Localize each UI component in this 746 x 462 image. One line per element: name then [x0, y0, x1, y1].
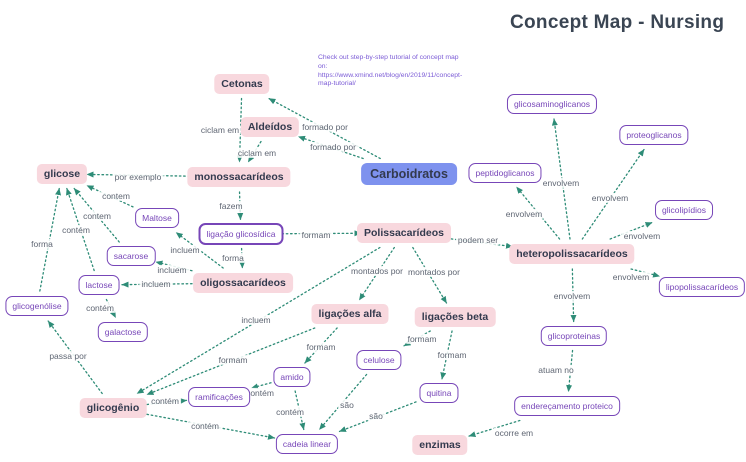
edge-label-cetonas-monossacarideos[interactable]: ciclam em	[198, 124, 242, 136]
node-maltose[interactable]: Maltose	[135, 208, 179, 228]
edge-label-oligossacarideos-sacarose[interactable]: incluem	[155, 264, 189, 276]
edge-label-glicogenio-glicogenolise[interactable]: passa por	[47, 350, 89, 362]
node-quitina[interactable]: quitina	[419, 383, 459, 403]
edge-glicoproteinas-to-enderecamento-proteico	[566, 349, 574, 393]
edge-oligossacarideos-to-maltose	[175, 231, 224, 269]
edge-label-glicogenio-cadeia-linear[interactable]: contém	[189, 420, 221, 432]
edge-carboidratos-to-cetonas	[268, 97, 381, 160]
node-peptidoglicanos[interactable]: peptidoglicanos	[468, 163, 542, 183]
edge-label-heteropolissacarideos-glicoproteinas[interactable]: envolvem	[551, 290, 593, 302]
node-ligacoes-beta[interactable]: ligações beta	[414, 307, 496, 327]
edge-label-heteropolissacarideos-peptidoglicanos[interactable]: envolvem	[503, 208, 545, 220]
edge-label-ligacao-glicosidica-oligossacarideos[interactable]: forma	[220, 252, 246, 264]
node-glicose[interactable]: glicose	[36, 164, 88, 184]
edge-heteropolissacarideos-to-glicolipidios	[609, 221, 653, 240]
edge-label-polissacarideos-ligacoes-alfa[interactable]: montados por	[349, 265, 405, 277]
node-enzimas[interactable]: enzimas	[412, 435, 468, 455]
edge-label-glicogenolise-glicose[interactable]: forma	[29, 238, 55, 250]
edge-label-enderecamento-proteico-enzimas[interactable]: ocorre em	[492, 427, 536, 439]
node-ramificacoes[interactable]: ramificações	[188, 387, 250, 407]
edge-label-polissacarideos-ligacoes-beta[interactable]: montados por	[406, 266, 462, 278]
node-monossacarideos[interactable]: monossacarídeos	[187, 167, 291, 187]
node-proteoglicanos[interactable]: proteoglicanos	[619, 125, 689, 145]
edge-label-polissacarideos-glicogenio[interactable]: incluem	[239, 314, 273, 326]
edge-label-ligacoes-beta-quitina[interactable]: formam	[435, 349, 469, 361]
edge-label-amido-cadeia-linear[interactable]: contém	[274, 406, 306, 418]
map-title: Concept Map - Nursing	[510, 12, 725, 33]
edge-label-oligossacarideos-maltose[interactable]: incluem	[168, 244, 202, 256]
edge-aldeidos-to-monossacarideos	[247, 140, 262, 163]
node-cadeia-linear[interactable]: cadeia linear	[275, 434, 339, 454]
node-carboidratos[interactable]: Carboidratos	[361, 163, 457, 185]
edge-ligacoes-alfa-to-amido	[304, 327, 338, 364]
edge-label-heteropolissacarideos-glicolipidios[interactable]: envolvem	[621, 230, 663, 242]
node-ligacao-glicosidica[interactable]: ligação glicosídica	[198, 223, 284, 245]
edge-label-oligossacarideos-lactose[interactable]: incluem	[139, 278, 173, 290]
node-aldeidos[interactable]: Aldeídos	[240, 117, 300, 137]
edge-label-maltose-glicose[interactable]: contem	[100, 190, 132, 202]
edge-label-lactose-galactose[interactable]: contém	[84, 302, 116, 314]
tutorial-note-link[interactable]: Check out step-by-step tutorial of conce…	[318, 54, 463, 88]
node-glicoproteinas[interactable]: glicoproteinas	[540, 326, 608, 346]
edge-heteropolissacarideos-to-proteoglicanos	[581, 148, 645, 240]
edge-label-ligacao-glicosidica-polissacarideos[interactable]: formam	[299, 229, 333, 241]
edge-amido-to-ramificacoes	[250, 382, 272, 390]
edge-label-ligacoes-alfa-glicogenio[interactable]: formam	[216, 354, 250, 366]
edge-label-polissacarideos-heteropolissacarideos[interactable]: podem ser	[455, 234, 501, 246]
edge-label-monossacarideos-glicose[interactable]: por exemplo	[112, 171, 164, 183]
edge-label-carboidratos-cetonas[interactable]: formado por	[300, 121, 350, 133]
node-amido[interactable]: amido	[273, 367, 311, 387]
node-galactose[interactable]: galactose	[97, 322, 149, 342]
edge-heteropolissacarideos-to-peptidoglicanos	[515, 186, 561, 240]
node-glicogenolise[interactable]: glicogenólise	[5, 296, 69, 316]
edge-ligacoes-beta-to-quitina	[440, 330, 453, 380]
node-glicogenio[interactable]: glicogênio	[79, 398, 147, 418]
edge-label-ligacoes-alfa-amido[interactable]: formam	[304, 341, 338, 353]
edge-label-monossacarideos-ligacao-glicosidica[interactable]: fazem	[217, 200, 245, 212]
node-heteropolissacarideos[interactable]: heteropolissacarídeos	[509, 244, 635, 264]
edge-label-aldeidos-monossacarideos[interactable]: ciclam em	[235, 147, 279, 159]
edge-label-glicogenio-ramificacoes[interactable]: contém	[149, 395, 181, 407]
edge-quitina-to-cadeia-linear	[338, 401, 417, 433]
node-enderecamento-proteico[interactable]: endereçamento proteico	[514, 396, 620, 416]
edge-label-heteropolissacarideos-glicosaminoglicanos[interactable]: envolvem	[540, 177, 582, 189]
node-lactose[interactable]: lactose	[78, 275, 120, 295]
edge-label-sacarose-glicose[interactable]: contem	[81, 210, 113, 222]
node-glicolipidios[interactable]: glicolipídios	[655, 200, 713, 220]
node-polissacarideos[interactable]: Polissacarídeos	[357, 223, 451, 243]
node-sacarose[interactable]: sacarose	[106, 246, 156, 266]
node-celulose[interactable]: celulose	[356, 350, 402, 370]
node-lipopolissacarideos[interactable]: lipopolissacarídeos	[658, 277, 746, 297]
node-ligacoes-alfa[interactable]: ligações alfa	[311, 304, 389, 324]
edge-label-quitina-cadeia-linear[interactable]: são	[367, 410, 385, 422]
edge-label-ligacoes-beta-celulose[interactable]: formam	[405, 333, 439, 345]
edge-label-amido-ramificacoes[interactable]: contém	[244, 387, 276, 399]
edge-label-heteropolissacarideos-lipopolissacarideos[interactable]: envolvem	[610, 271, 652, 283]
edge-label-carboidratos-aldeidos[interactable]: formado por	[308, 141, 358, 153]
edge-ligacoes-beta-to-celulose	[403, 330, 431, 347]
edge-label-glicoproteinas-enderecamento-proteico[interactable]: atuam no	[536, 364, 576, 376]
node-glicosaminoglicanos[interactable]: glicosaminoglicanos	[506, 94, 598, 114]
node-cetonas[interactable]: Cetonas	[214, 74, 270, 94]
edge-label-heteropolissacarideos-proteoglicanos[interactable]: envolvem	[589, 192, 631, 204]
node-oligossacarideos[interactable]: oligossacarídeos	[193, 273, 293, 293]
edge-label-celulose-cadeia-linear[interactable]: são	[338, 399, 356, 411]
edge-label-lactose-glicose[interactable]: contém	[60, 224, 92, 236]
